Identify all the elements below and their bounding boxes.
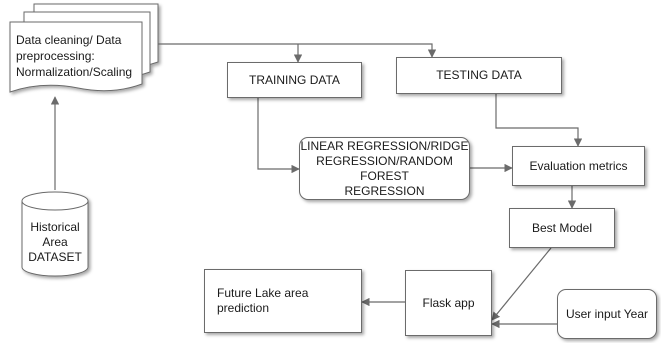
arrow-best-to-flask [491,247,552,321]
best-model-node: Best Model [509,208,615,248]
arrow-training-to-models [257,97,300,174]
dataset-node: Historical Area DATASET [28,220,82,264]
arrow-testing-to-evaluation [495,94,583,147]
evaluation-metrics-node: Evaluation metrics [512,146,645,186]
prediction-node: Future Lake area prediction [204,269,362,333]
dataset-cylinder-shape [21,191,89,277]
arrow-preprocessing-to-splits [158,43,437,58]
testing-data-node: TESTING DATA [396,57,562,94]
flask-app-node: Flask app [405,270,492,336]
user-input-node: User input Year [557,289,657,339]
training-data-node: TRAINING DATA [227,62,362,98]
preprocessing-node: Data cleaning/ Data preprocessing: Norma… [16,33,133,79]
preprocessing-document-shape [9,3,159,93]
regression-models-node: LINEAR REGRESSION/RIDGE REGRESSION/RANDO… [299,137,470,200]
